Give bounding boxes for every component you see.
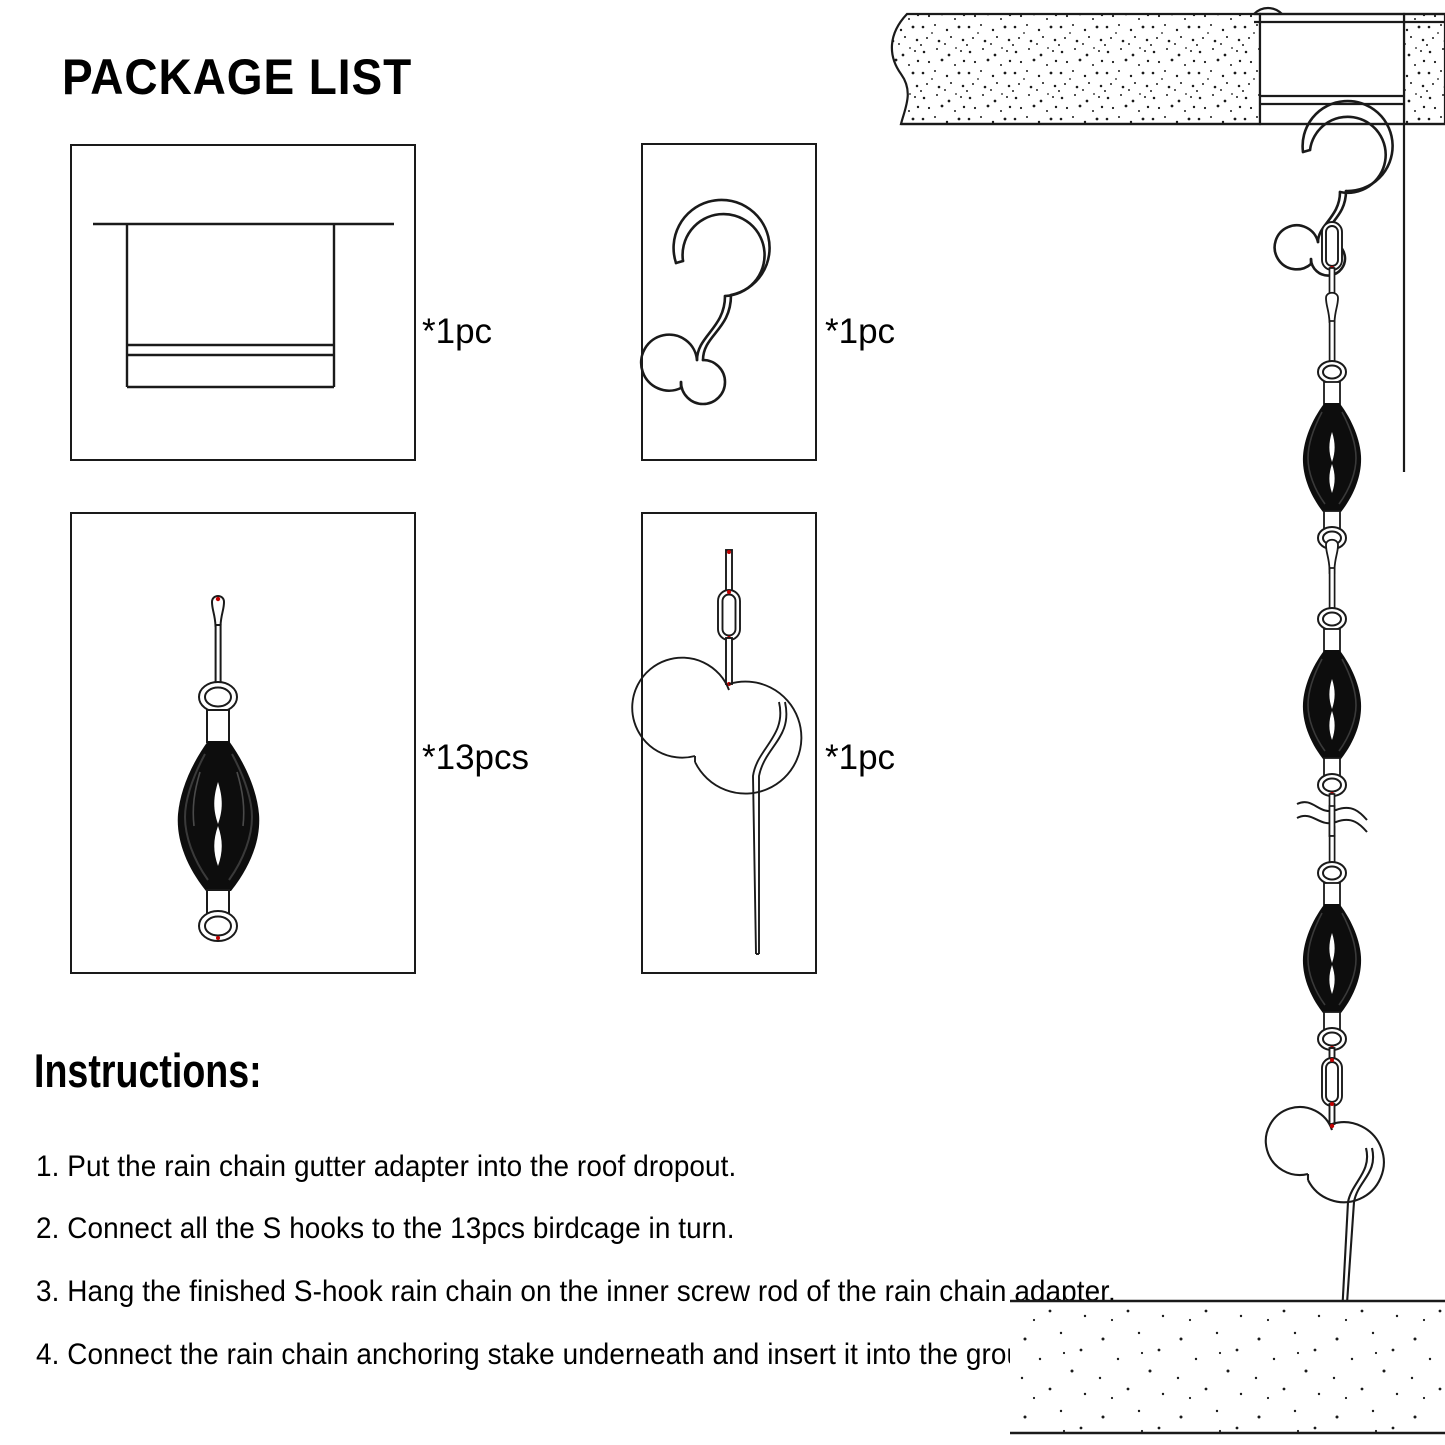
page-title: PACKAGE LIST <box>62 49 413 105</box>
assembled-rain-chain <box>1296 221 1368 1125</box>
quantity-birdcage: *13pcs <box>422 738 530 777</box>
chain-segment <box>1302 267 1362 550</box>
instruction-step-3: 3. Hang the finished S-hook rain chain o… <box>36 1275 1116 1308</box>
birdcage-drawing <box>177 595 260 942</box>
package-box-birdcage <box>70 512 416 974</box>
package-box-gutter-adapter <box>70 144 416 461</box>
roof-cross-section <box>890 6 1445 472</box>
instruction-step-1: 1. Put the rain chain gutter adapter int… <box>36 1150 737 1183</box>
instructions-title: Instructions: <box>34 1044 262 1097</box>
birdcage-body <box>177 741 260 891</box>
package-box-anchoring-stake <box>631 512 817 974</box>
assembly-s-hook <box>1273 99 1394 277</box>
quantity-s-hook: *1pc <box>825 312 896 351</box>
instruction-step-4: 4. Connect the rain chain anchoring stak… <box>36 1338 1062 1371</box>
s-hook-drawing <box>639 198 771 406</box>
anchoring-stake-drawing <box>631 549 803 955</box>
chain-segment <box>1302 538 1362 797</box>
chain-break-mark <box>1296 793 1368 837</box>
assembly-anchoring-stake <box>1264 1105 1385 1392</box>
quantity-anchoring-stake: *1pc <box>825 738 896 777</box>
chain-segment <box>1302 835 1362 1051</box>
package-box-s-hook <box>639 143 817 461</box>
quantity-gutter-adapter: *1pc <box>422 312 493 351</box>
gutter-adapter-drawing <box>93 222 394 389</box>
ground-section <box>1010 1299 1445 1435</box>
instruction-step-2: 2. Connect all the S hooks to the 13pcs … <box>36 1212 735 1245</box>
